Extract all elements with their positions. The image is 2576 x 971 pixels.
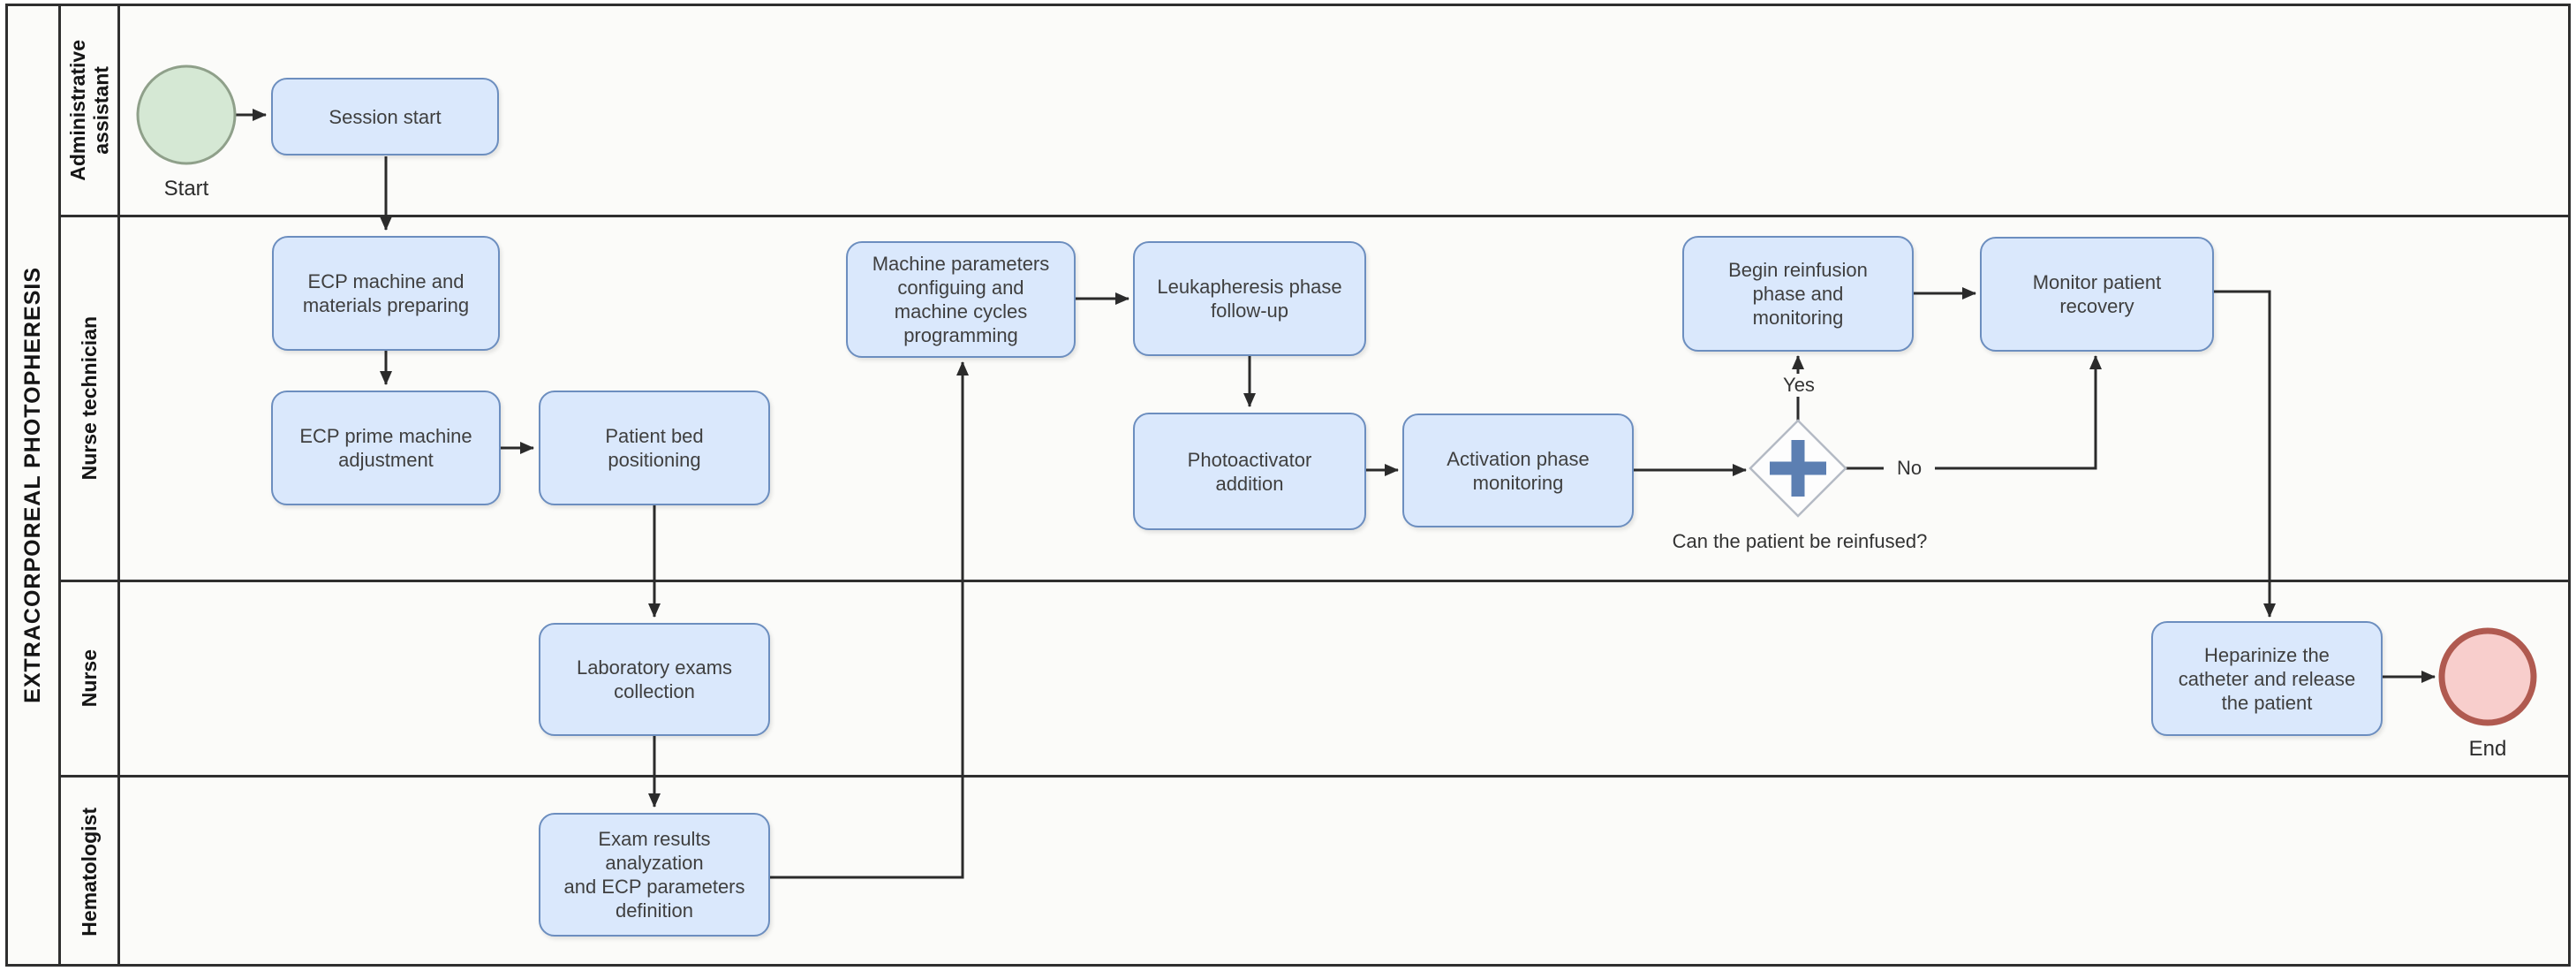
- task-machine-parameters-configuing: Machine parameters configuing and machin…: [846, 241, 1076, 358]
- task-session-start: Session start: [271, 78, 499, 156]
- task-ecp-prime-machine-adjustment: ECP prime machine adjustment: [271, 391, 501, 505]
- task-begin-reinfusion-phase: Begin reinfusion phase and monitoring: [1682, 236, 1914, 352]
- task-heparinize-catheter-release-patient: Heparinize the catheter and release the …: [2151, 621, 2383, 736]
- end-event-label: End: [2468, 737, 2507, 761]
- task-exam-results-analyzation: Exam results analyzation and ECP paramet…: [539, 813, 770, 937]
- task-ecp-machine-and-materials-preparing: ECP machine and materials preparing: [272, 236, 500, 351]
- gateway-no-label: No: [1884, 457, 1935, 480]
- lane-divider-1: [61, 215, 2568, 217]
- lane-divider-2: [61, 580, 2568, 582]
- gateway-plus-icon: [1791, 440, 1805, 497]
- pool-title-cell: EXTRACORPOREAL PHOTOPHERESIS: [8, 6, 61, 964]
- task-activation-phase-monitoring: Activation phase monitoring: [1402, 413, 1634, 527]
- flow-exam-results-to-machine-params: [770, 361, 969, 879]
- start-event-circle: [136, 64, 237, 165]
- flow-gateway-no-to-monitor: [1846, 355, 2102, 470]
- end-event-circle: [2438, 627, 2537, 726]
- gateway-yes-label: Yes: [1773, 374, 1824, 397]
- lane-divider-3: [61, 775, 2568, 778]
- start-event-label: Start: [163, 177, 209, 201]
- lane-label-column: Administrative assistant Nurse technicia…: [61, 6, 120, 964]
- task-patient-bed-positioning: Patient bed positioning: [539, 391, 770, 505]
- flow-monitor-to-heparinize: [2214, 290, 2276, 618]
- task-photoactivator-addition: Photoactivator addition: [1133, 413, 1366, 530]
- task-leukapheresis-phase-follow-up: Leukapheresis phase follow-up: [1133, 241, 1366, 356]
- gateway-question-label: Can the patient be reinfused?: [1672, 530, 1928, 552]
- task-monitor-patient-recovery: Monitor patient recovery: [1980, 237, 2214, 352]
- task-laboratory-exams-collection: Laboratory exams collection: [539, 623, 770, 736]
